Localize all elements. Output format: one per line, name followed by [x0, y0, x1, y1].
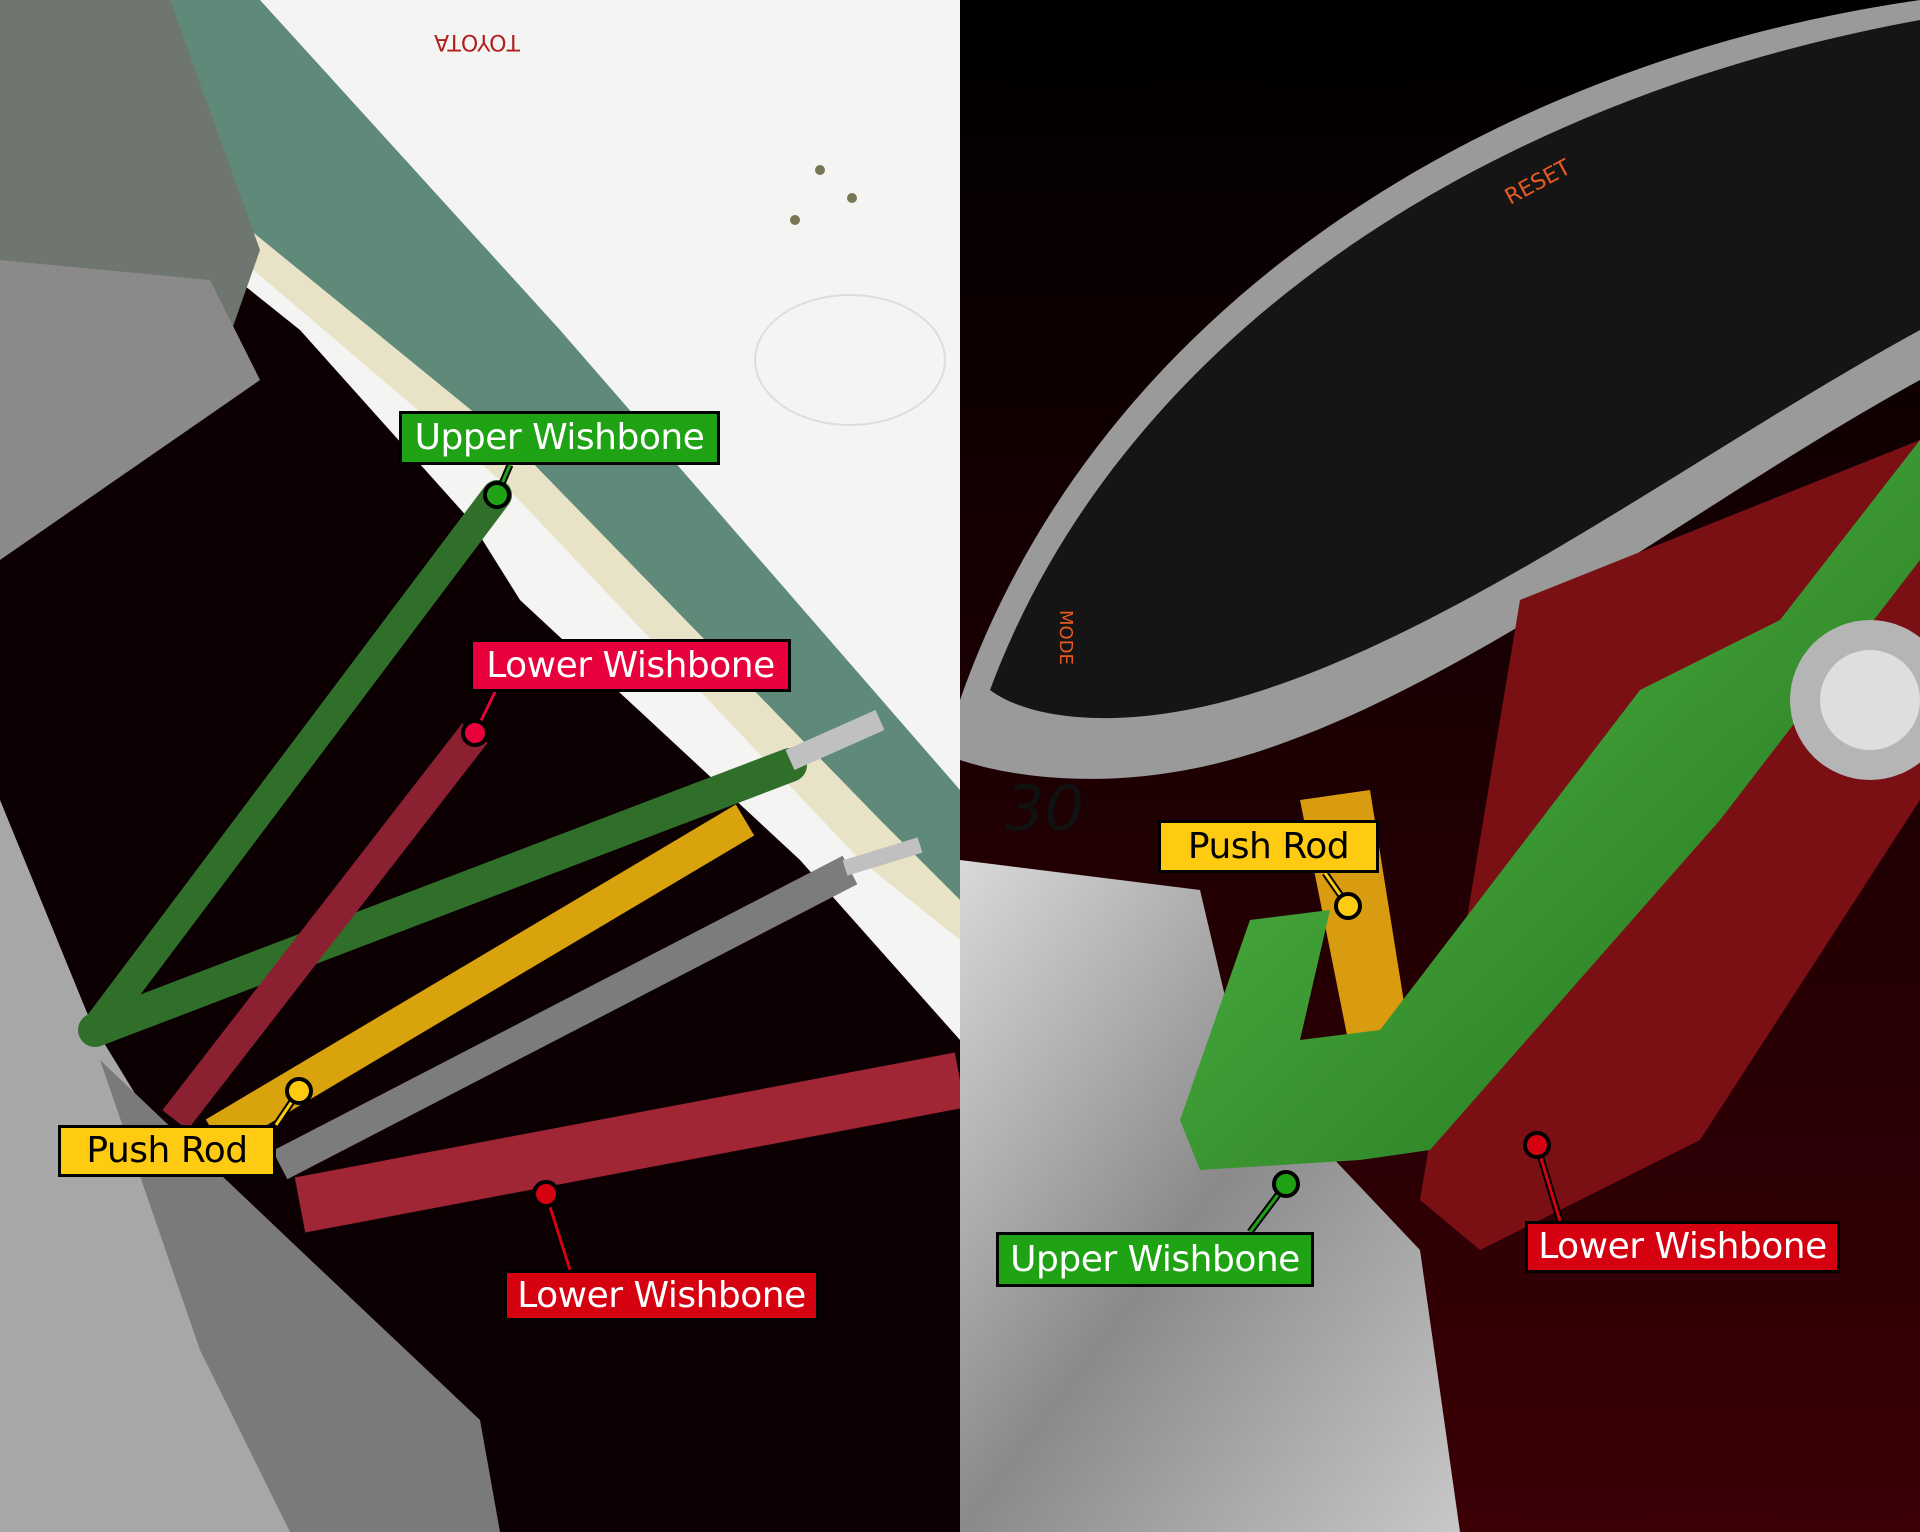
upper-wishbone-label-left: Upper Wishbone [399, 411, 720, 465]
right-watch-photo [960, 0, 1920, 1532]
push-rod-marker-right [1334, 892, 1362, 920]
push-rod-label-right: Push Rod [1158, 820, 1379, 873]
upper-wishbone-label-right: Upper Wishbone [996, 1232, 1314, 1287]
car-livery-text: TOYOTA [434, 29, 521, 54]
lower-wishbone-marker-left-top [461, 719, 489, 747]
push-rod-label-left: Push Rod [58, 1125, 276, 1177]
lower-wishbone-label-left-top: Lower Wishbone [470, 639, 791, 692]
lower-wishbone-label-left-bottom: Lower Wishbone [504, 1270, 819, 1321]
upper-wishbone-marker-left [483, 481, 511, 509]
callout-leaders [273, 463, 1564, 1272]
push-rod-marker-left [285, 1077, 313, 1105]
upper-wishbone-marker-right [1272, 1170, 1300, 1198]
bezel-number: 30 [1005, 772, 1084, 845]
dial-mode-text: MODE [1055, 610, 1076, 665]
lower-wishbone-label-right: Lower Wishbone [1525, 1221, 1840, 1273]
lower-wishbone-marker-right [1523, 1131, 1551, 1159]
lower-wishbone-marker-left-bottom [532, 1180, 560, 1208]
